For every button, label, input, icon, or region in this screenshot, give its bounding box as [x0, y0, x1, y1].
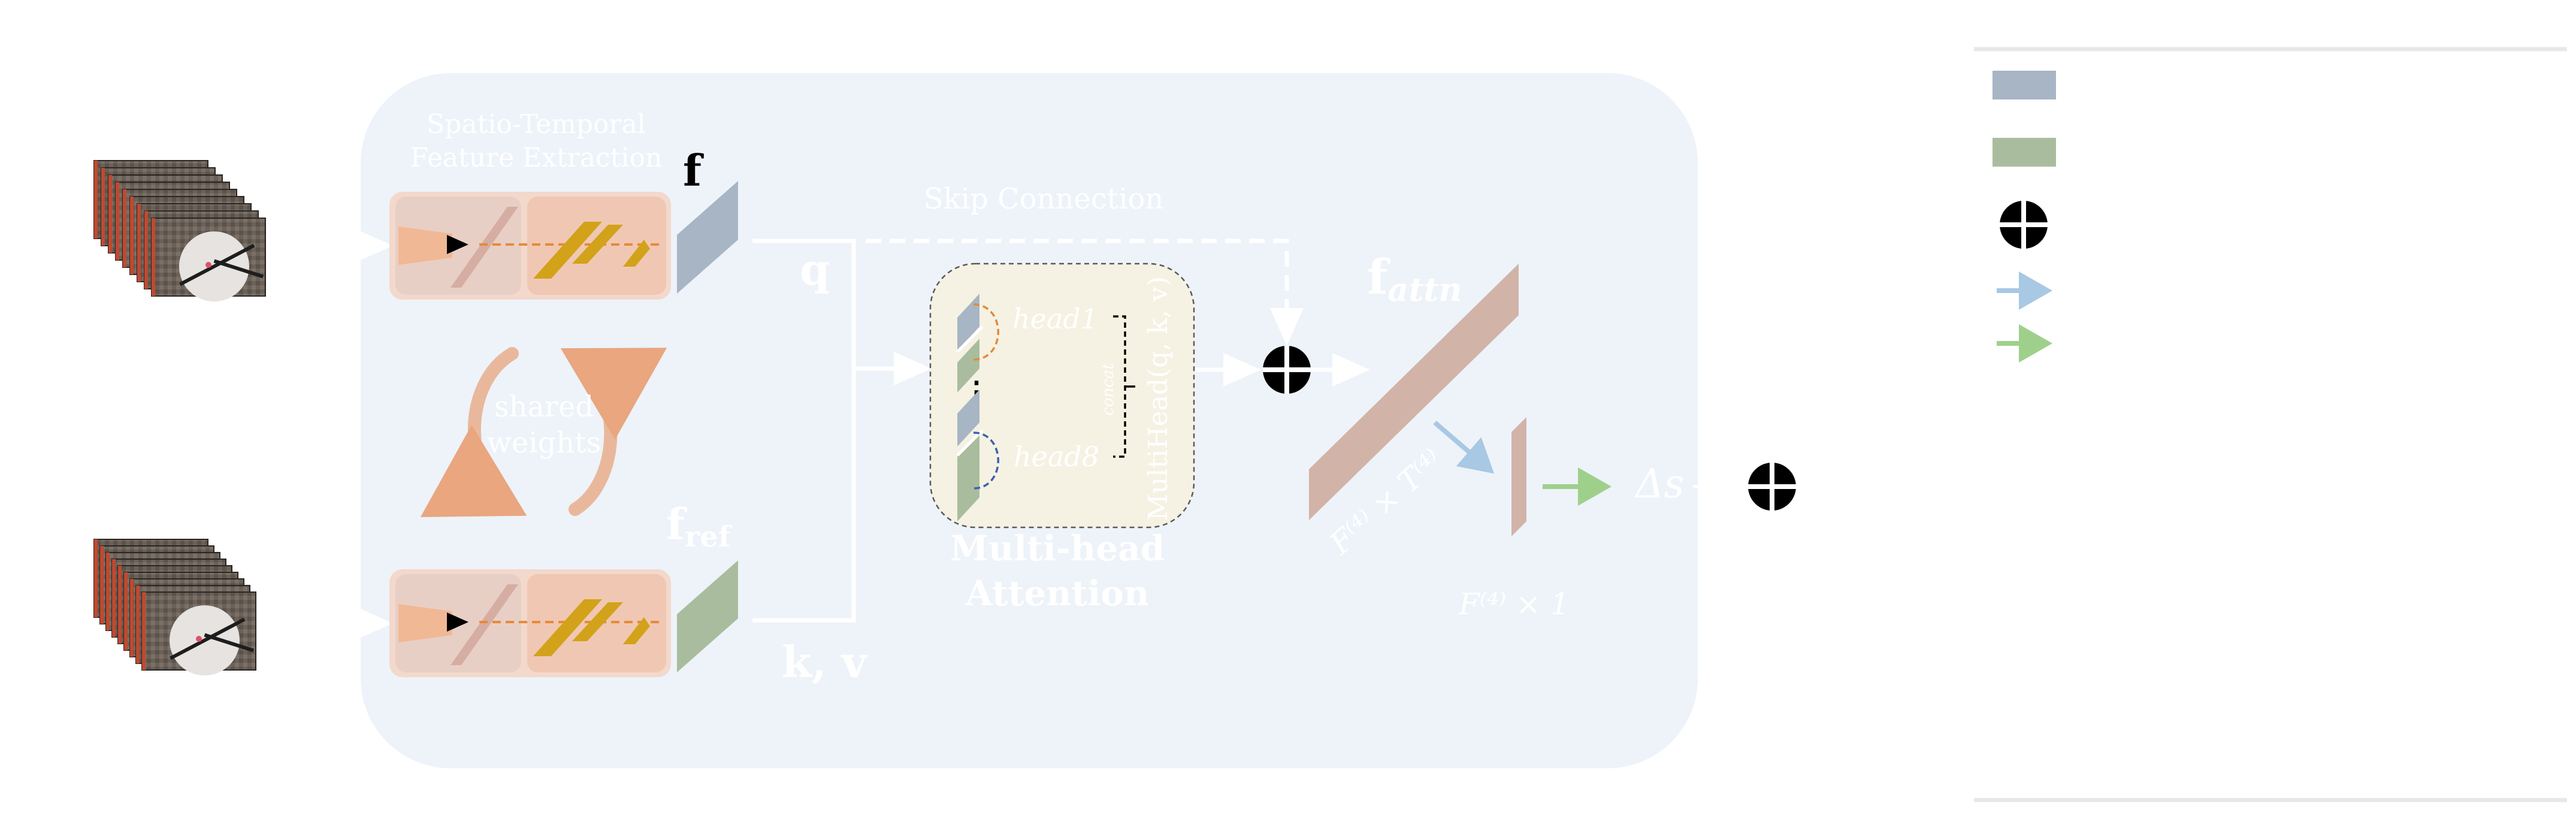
feature-map-f: [677, 181, 738, 294]
feature-map-f-ref: [677, 560, 738, 672]
blue-gray-rectangle-icon: [1993, 71, 2056, 99]
f-label: f: [683, 145, 704, 196]
trapezoid-icon: [398, 227, 452, 265]
skip-connection-label: Skip Connection: [924, 182, 1164, 216]
shared-weights-cycle: shared weights: [420, 347, 667, 517]
head1-label: head1: [1012, 303, 1098, 335]
delta-s-label: Δs: [1634, 461, 1685, 507]
q-connector: [752, 239, 856, 369]
circle-plus-icon: [1748, 463, 1796, 511]
feature-extraction-label-line2: Feature Extraction: [410, 143, 663, 173]
stem-slab-bottom: [451, 584, 518, 665]
shared-weights-label-line1: shared: [494, 390, 594, 424]
head1-kv-block: [957, 339, 979, 393]
q-label: q: [800, 244, 830, 295]
encoder-bottom: [389, 569, 671, 677]
multi-head-attention-block: head1 ⋮ head8 concat MultiHead(q, k, v): [929, 262, 1195, 529]
circle-plus-icon: [1263, 346, 1311, 394]
kv-connector: [752, 369, 856, 623]
pooling-arrow: [1433, 420, 1495, 474]
pooled-feature-block: [1511, 417, 1526, 536]
circle-plus-icon: [2000, 201, 2048, 249]
input-top-frame: [151, 218, 266, 302]
head8-q-block: [957, 390, 979, 446]
head1-q-block: [957, 294, 979, 351]
shared-weights-arrow-left: [420, 347, 527, 517]
head8-label: head8: [1014, 440, 1099, 473]
input-bottom-frame: [141, 591, 256, 676]
conv-slab-top-1: [533, 222, 602, 279]
f-ref-label: fref: [666, 499, 733, 554]
kv-label: k, v: [782, 636, 868, 687]
multi-head-attention-title-line1: Multi-head: [950, 528, 1165, 569]
shared-weights-label-line2: weights: [487, 426, 601, 460]
trapezoid-icon: [398, 604, 452, 642]
input-video-stack-top: [93, 160, 266, 302]
conv-slab-bottom-2: [572, 602, 623, 641]
conv-slab-top-2: [572, 225, 623, 264]
conv-slab-top-3: [623, 240, 650, 267]
head8-kv-block: [957, 431, 979, 521]
conv-slab-bottom-3: [623, 617, 650, 644]
feature-extraction-label-line1: Spatio-Temporal: [427, 109, 646, 140]
head1-attention-arc: [973, 303, 999, 361]
shared-weights-arrow-right: [560, 348, 667, 516]
legend: [1974, 47, 2567, 802]
f-attn-label: fattn: [1367, 249, 1462, 309]
conv-slab-bottom-1: [533, 599, 602, 656]
concat-label: concat: [1099, 363, 1117, 416]
multi-head-attention-title-line2: Attention: [965, 573, 1149, 614]
encoder-top: [389, 192, 671, 300]
green-rectangle-icon: [1993, 138, 2056, 167]
stem-slab-top: [451, 207, 518, 288]
head8-attention-arc: [973, 431, 999, 490]
input-video-stack-bottom: [93, 539, 256, 676]
f-attn-block: [1309, 264, 1519, 520]
pooled-dim-label: F⁽⁴⁾ × 1: [1458, 587, 1570, 621]
skip-connection-line: [866, 239, 1304, 346]
multihead-function-label: MultiHead(q, k, v): [1143, 276, 1174, 521]
